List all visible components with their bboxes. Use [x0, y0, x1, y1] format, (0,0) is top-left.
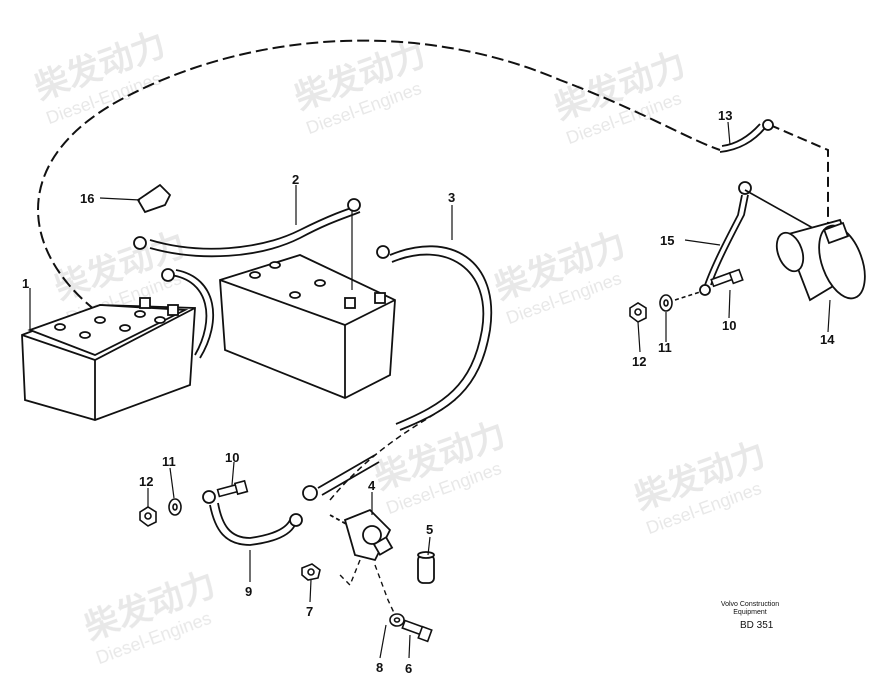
- label-part-12-right: 12: [632, 354, 646, 369]
- cable-2: [133, 198, 361, 290]
- cable-9: [202, 490, 303, 546]
- label-part-5: 5: [426, 522, 433, 537]
- battery-left: [21, 297, 196, 421]
- label-part-6: 6: [405, 661, 412, 676]
- cable-13: [719, 119, 774, 153]
- label-part-2: 2: [292, 172, 299, 187]
- label-part-14: 14: [820, 332, 835, 347]
- label-part-7: 7: [306, 604, 313, 619]
- part-labels: 1 2 3 4 5 6 7 8 9 10 10 11 11 12 12 13 1…: [22, 108, 835, 676]
- label-part-13: 13: [718, 108, 732, 123]
- terminal-cover-16: [136, 183, 172, 214]
- leader-lines: [29, 121, 831, 659]
- label-part-16: 16: [80, 191, 94, 206]
- nut-12-lower: [139, 506, 157, 527]
- label-part-8: 8: [376, 660, 383, 675]
- assembly-dash-lines: [339, 559, 396, 616]
- caption-line-2: Equipment: [733, 609, 767, 616]
- washer-8: [389, 613, 405, 627]
- label-part-10-lower: 10: [225, 450, 239, 465]
- starter-motor-14: [775, 218, 866, 302]
- cable-3: [376, 245, 493, 431]
- bolt-6: [401, 619, 433, 643]
- figure-caption: Volvo Construction Equipment BD 351: [721, 601, 779, 631]
- dashed-harness-top: [37, 39, 721, 311]
- label-part-12-lower: 12: [139, 474, 153, 489]
- bolt-10-lower: [216, 479, 249, 498]
- caption-code: BD 351: [740, 620, 774, 631]
- label-part-11-lower: 11: [162, 454, 176, 469]
- plug-5: [417, 551, 435, 584]
- battery-right: [219, 254, 396, 399]
- label-part-1: 1: [22, 276, 29, 291]
- label-part-4: 4: [368, 478, 376, 493]
- caption-line-1: Volvo Construction: [721, 601, 779, 608]
- cable-to-starter: [302, 454, 380, 501]
- dashed-harness-right: [769, 124, 829, 230]
- label-part-15: 15: [660, 233, 674, 248]
- label-part-3: 3: [448, 190, 455, 205]
- washer-11-lower: [168, 498, 182, 516]
- bolt-10-right: [674, 268, 744, 301]
- label-part-10-right: 10: [722, 318, 736, 333]
- washer-11-right: [659, 294, 673, 312]
- label-part-11-right: 11: [658, 340, 672, 355]
- nut-7: [301, 563, 321, 581]
- starter-solenoid-4: [329, 508, 394, 562]
- label-part-9: 9: [245, 584, 252, 599]
- battery-link-cable: [161, 268, 214, 359]
- nut-12-right: [629, 302, 647, 323]
